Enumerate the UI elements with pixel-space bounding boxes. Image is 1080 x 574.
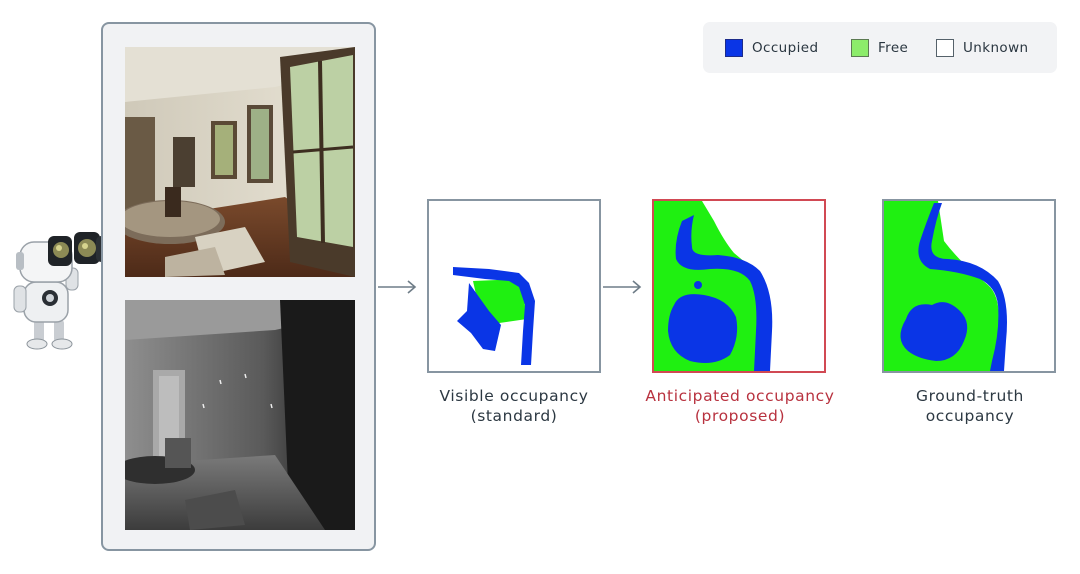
arrow-right-icon <box>603 279 643 299</box>
occupied-wall <box>675 215 773 371</box>
occupied-object <box>457 283 501 351</box>
anticipated-occupancy-map <box>652 199 826 373</box>
caption-anticipated-occupancy: Anticipated occupancy (proposed) <box>625 386 855 426</box>
caption-visible-occupancy: Visible occupancy (standard) <box>399 386 629 426</box>
caption-line: (standard) <box>470 407 558 425</box>
legend-item-free: Free <box>851 37 908 59</box>
legend-label: Occupied <box>752 40 819 56</box>
caption-line: (proposed) <box>694 407 786 425</box>
free-swatch <box>851 39 869 57</box>
caption-line: occupancy <box>925 407 1015 425</box>
occupied-wall <box>918 203 1007 371</box>
legend-label: Free <box>878 40 909 56</box>
arrow-right-icon <box>378 279 418 299</box>
unknown-region <box>702 201 824 371</box>
caption-line: Visible occupancy <box>439 387 589 405</box>
depth-observation-image <box>125 300 355 530</box>
unknown-swatch <box>936 39 954 57</box>
visible-occupancy-map <box>427 199 601 373</box>
rgb-observation-image <box>125 47 355 277</box>
occupied-object <box>668 294 738 363</box>
occupied-swatch <box>725 39 743 57</box>
legend-label: Unknown <box>963 40 1029 56</box>
occupied-wall <box>453 267 535 365</box>
occupied-object <box>900 302 968 361</box>
legend-item-occupied: Occupied <box>725 37 818 59</box>
caption-line: Anticipated occupancy <box>645 387 835 405</box>
legend-item-unknown: Unknown <box>936 37 1028 59</box>
caption-line: Ground-truth <box>916 387 1024 405</box>
observation-panel <box>101 22 376 551</box>
ground-truth-occupancy-map <box>882 199 1056 373</box>
caption-ground-truth-occupancy: Ground-truth occupancy <box>855 386 1080 426</box>
legend: Occupied Free Unknown <box>703 22 1057 73</box>
